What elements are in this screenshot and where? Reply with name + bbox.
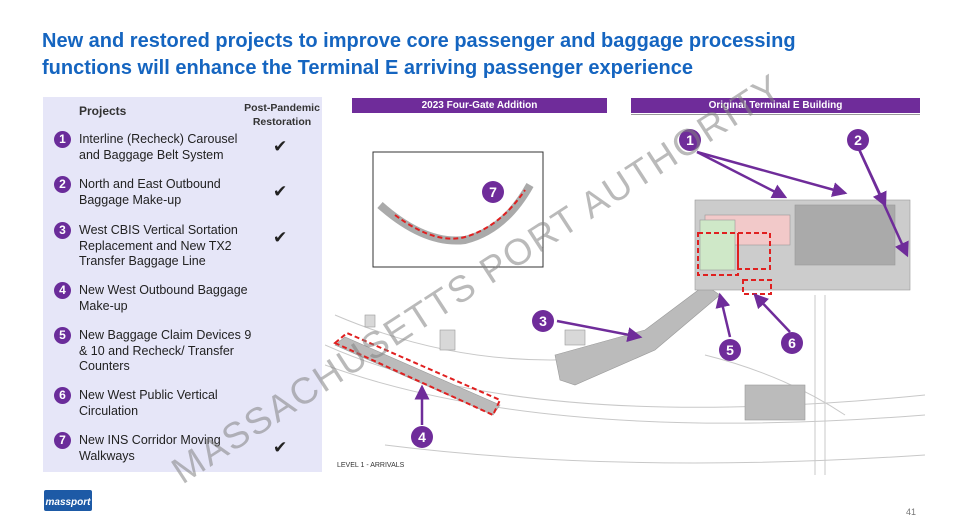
- callout-circle: [482, 181, 504, 203]
- project-label: West CBIS Vertical Sortation Replacement…: [79, 223, 238, 268]
- checkmark-icon: ✔: [273, 182, 288, 201]
- projects-header: Projects: [79, 104, 127, 118]
- four-gate-addition-header: 2023 Four-Gate Addition: [352, 98, 607, 113]
- callout-circle: [411, 426, 433, 448]
- callout-arrows: [414, 146, 909, 425]
- level-label: LEVEL 1 - ARRIVALS: [337, 462, 405, 469]
- callout-number: 4: [418, 429, 426, 445]
- callout-number: 7: [489, 184, 497, 200]
- callout-circle: [847, 129, 869, 151]
- divider: [631, 114, 920, 115]
- callout-circle: [679, 129, 701, 151]
- terminal-map: 1 2 3 4 5 6 7: [325, 129, 925, 475]
- callout-markers: 1 2 3 4 5 6 7: [411, 129, 869, 448]
- inset-map: [372, 151, 544, 268]
- callout-circle: [532, 310, 554, 332]
- project-label: New INS Corridor Moving Walkways: [79, 433, 221, 463]
- project-number-badge: 2: [54, 176, 71, 193]
- callout-number: 1: [686, 132, 694, 148]
- original-terminal-header: Original Terminal E Building: [631, 98, 920, 113]
- callout-number: 6: [788, 335, 796, 351]
- callout-circle: [719, 339, 741, 361]
- project-label: New Baggage Claim Devices 9 & 10 and Rec…: [79, 328, 252, 373]
- project-label: New West Public Vertical Circulation: [79, 388, 218, 418]
- callout-number: 3: [539, 313, 547, 329]
- project-number-badge: 5: [54, 327, 71, 344]
- callout-number: 5: [726, 342, 734, 358]
- project-label: Interline (Recheck) Carousel and Baggage…: [79, 132, 238, 162]
- checkmark-icon: ✔: [273, 137, 288, 156]
- terminal-buildings: [334, 199, 911, 421]
- restoration-header: Post-Pandemic Restoration: [244, 102, 320, 128]
- callout-circle: [781, 332, 803, 354]
- page-number: 41: [906, 507, 917, 517]
- project-number-badge: 4: [54, 282, 71, 299]
- project-number-badge: 6: [54, 387, 71, 404]
- project-number-badge: 3: [54, 222, 71, 239]
- project-label: North and East Outbound Baggage Make-up: [79, 177, 221, 207]
- project-number-badge: 1: [54, 131, 71, 148]
- callout-number: 2: [854, 132, 862, 148]
- project-label: New West Outbound Baggage Make-up: [79, 283, 248, 313]
- project-number-badge: 7: [54, 432, 71, 449]
- projects-table: Projects Post-Pandemic Restoration 1 Int…: [43, 97, 322, 472]
- checkmark-icon: ✔: [273, 438, 288, 457]
- slide-title: New and restored projects to improve cor…: [42, 30, 796, 79]
- checkmark-icon: ✔: [273, 228, 288, 247]
- massport-logo: massport: [44, 490, 92, 511]
